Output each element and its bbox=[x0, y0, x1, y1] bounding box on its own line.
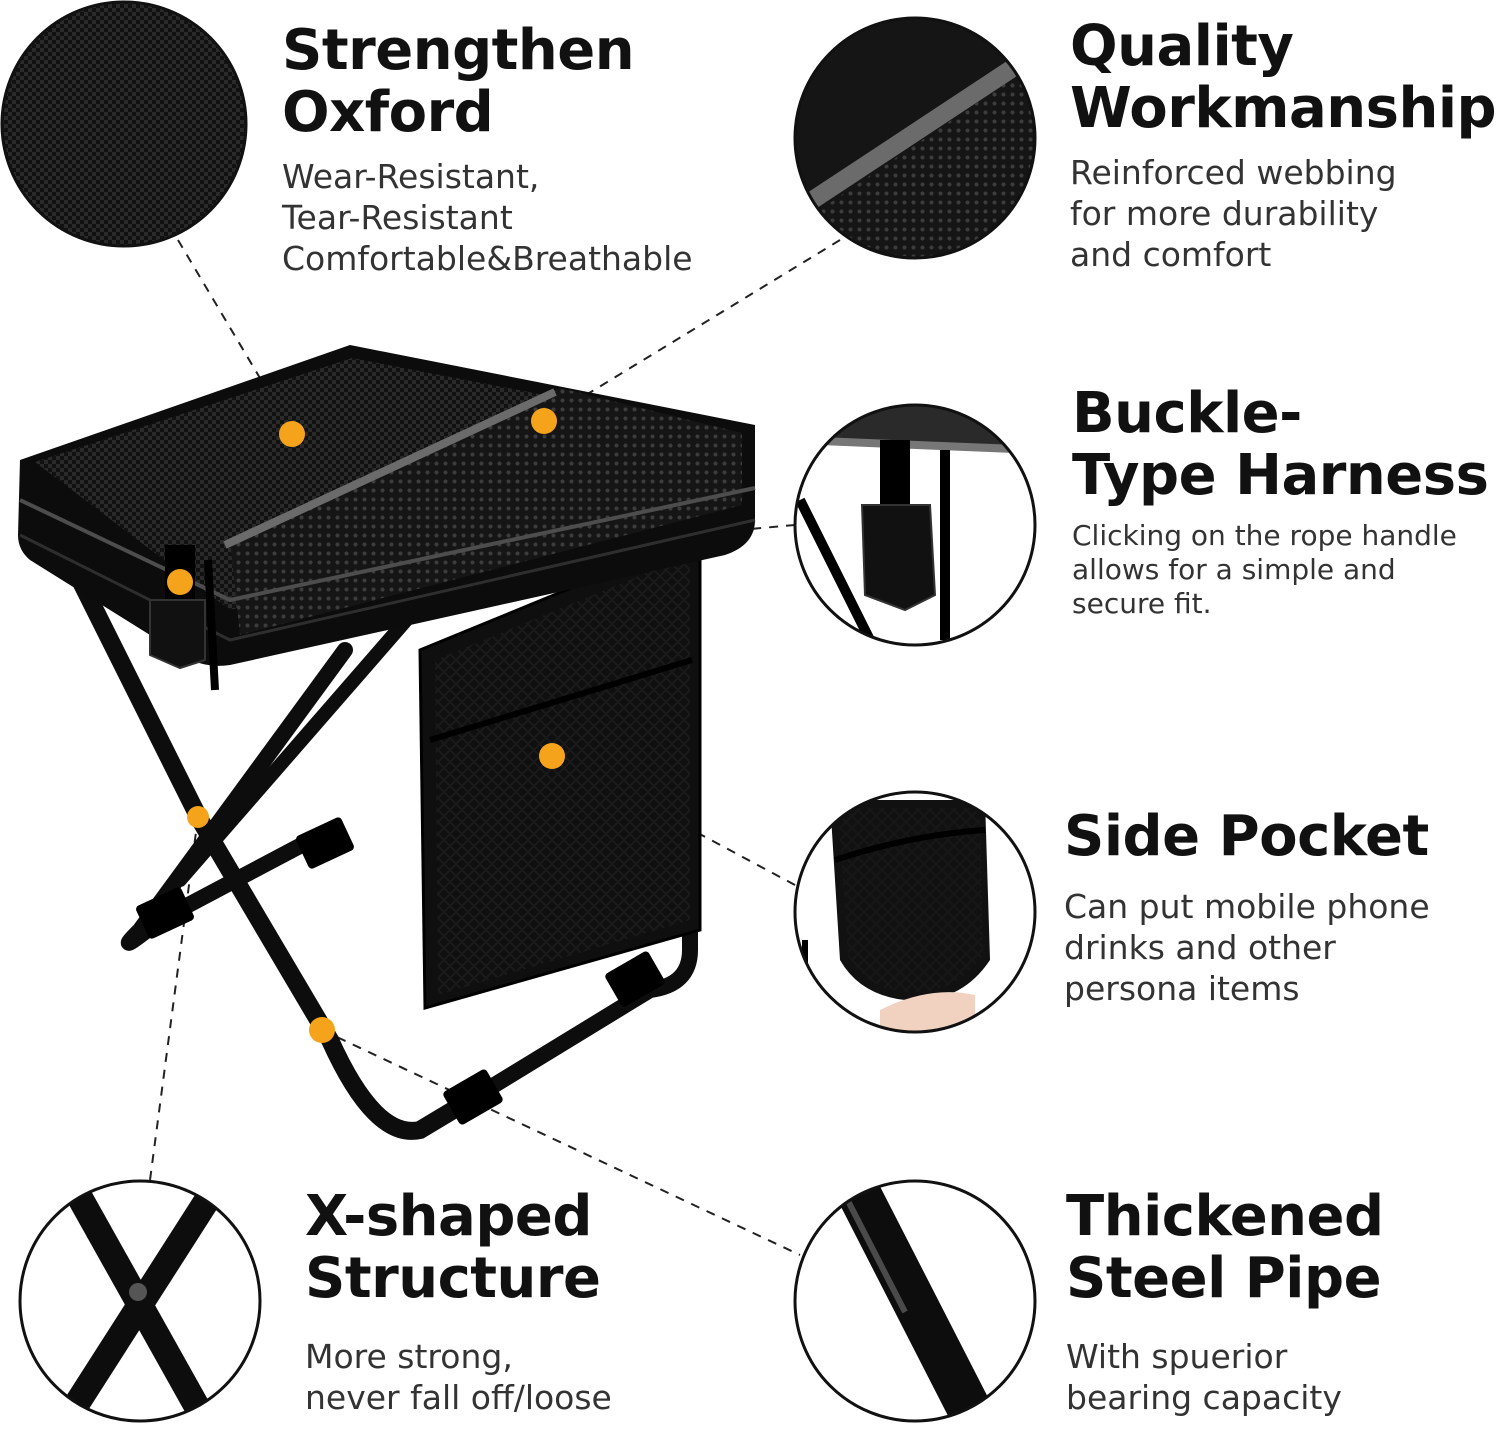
title-line: Side Pocket bbox=[1064, 804, 1429, 869]
feature-title: X-shaped Structure bbox=[305, 1186, 612, 1310]
feature-description: More strong, never fall off/loose bbox=[305, 1336, 612, 1418]
pocket-detail-icon bbox=[793, 790, 1037, 1034]
foot-caps bbox=[136, 817, 665, 1125]
desc-line: Reinforced webbing bbox=[1070, 153, 1397, 192]
feature-description: Clicking on the rope handle allows for a… bbox=[1072, 519, 1488, 621]
feature-buckle: Buckle- Type Harness Clicking on the rop… bbox=[1072, 381, 1489, 621]
desc-line: allows for a simple and bbox=[1072, 553, 1396, 586]
desc-line: bearing capacity bbox=[1066, 1378, 1342, 1417]
side-pocket bbox=[418, 532, 702, 1010]
fabric-texture-icon bbox=[0, 0, 248, 248]
desc-line: Wear-Resistant, bbox=[282, 157, 540, 196]
title-line: Workmanship bbox=[1070, 76, 1497, 141]
feature-title: Side Pocket bbox=[1064, 806, 1430, 868]
desc-line: More strong, bbox=[305, 1337, 513, 1376]
desc-line: persona items bbox=[1064, 969, 1300, 1008]
title-line: Thickened bbox=[1066, 1184, 1384, 1249]
desc-line: never fall off/loose bbox=[305, 1378, 612, 1417]
desc-line: Comfortable&Breathable bbox=[282, 239, 693, 278]
title-line: Type Harness bbox=[1072, 443, 1489, 508]
buckle-detail-icon bbox=[793, 403, 1037, 647]
title-line: Steel Pipe bbox=[1066, 1246, 1382, 1311]
desc-line: Can put mobile phone bbox=[1064, 887, 1430, 926]
title-line: Strengthen bbox=[282, 18, 635, 83]
desc-line: Tear-Resistant bbox=[282, 198, 513, 237]
webbing-detail-icon bbox=[793, 16, 1037, 260]
title-line: Quality bbox=[1070, 14, 1294, 79]
accent-dots bbox=[167, 408, 565, 1043]
feature-pocket: Side Pocket Can put mobile phone drinks … bbox=[1064, 806, 1430, 1009]
feature-description: Reinforced webbing for more durability a… bbox=[1070, 152, 1496, 275]
stool-seat bbox=[18, 345, 756, 666]
feature-oxford: Strengthen Oxford Wear-Resistant, Tear-R… bbox=[282, 20, 693, 279]
desc-line: With spuerior bbox=[1066, 1337, 1288, 1376]
steel-pipe-detail-icon bbox=[793, 1179, 1037, 1423]
feature-title: Thickened Steel Pipe bbox=[1066, 1186, 1384, 1310]
feature-xshape: X-shaped Structure More strong, never fa… bbox=[305, 1186, 612, 1418]
desc-line: secure fit. bbox=[1072, 587, 1212, 620]
x-frame-detail-icon bbox=[18, 1179, 262, 1423]
feature-workmanship: Quality Workmanship Reinforced webbing f… bbox=[1070, 14, 1497, 275]
feature-title: Strengthen Oxford bbox=[282, 20, 693, 144]
feature-title: Quality Workmanship bbox=[1070, 14, 1497, 141]
desc-line: and comfort bbox=[1070, 235, 1272, 274]
title-line: Structure bbox=[305, 1246, 601, 1311]
title-line: X-shaped bbox=[305, 1184, 592, 1249]
feature-description: Wear-Resistant, Tear-Resistant Comfortab… bbox=[282, 156, 693, 279]
desc-line: drinks and other bbox=[1064, 928, 1336, 967]
feature-description: With spuerior bearing capacity bbox=[1066, 1336, 1384, 1418]
desc-line: for more durability bbox=[1070, 194, 1379, 233]
feature-description: Can put mobile phone drinks and other pe… bbox=[1064, 886, 1430, 1009]
title-line: Buckle- bbox=[1072, 381, 1302, 446]
title-line: Oxford bbox=[282, 80, 494, 145]
feature-title: Buckle- Type Harness bbox=[1072, 381, 1489, 508]
desc-line: Clicking on the rope handle bbox=[1072, 519, 1457, 552]
feature-pipe: Thickened Steel Pipe With spuerior beari… bbox=[1066, 1186, 1384, 1418]
